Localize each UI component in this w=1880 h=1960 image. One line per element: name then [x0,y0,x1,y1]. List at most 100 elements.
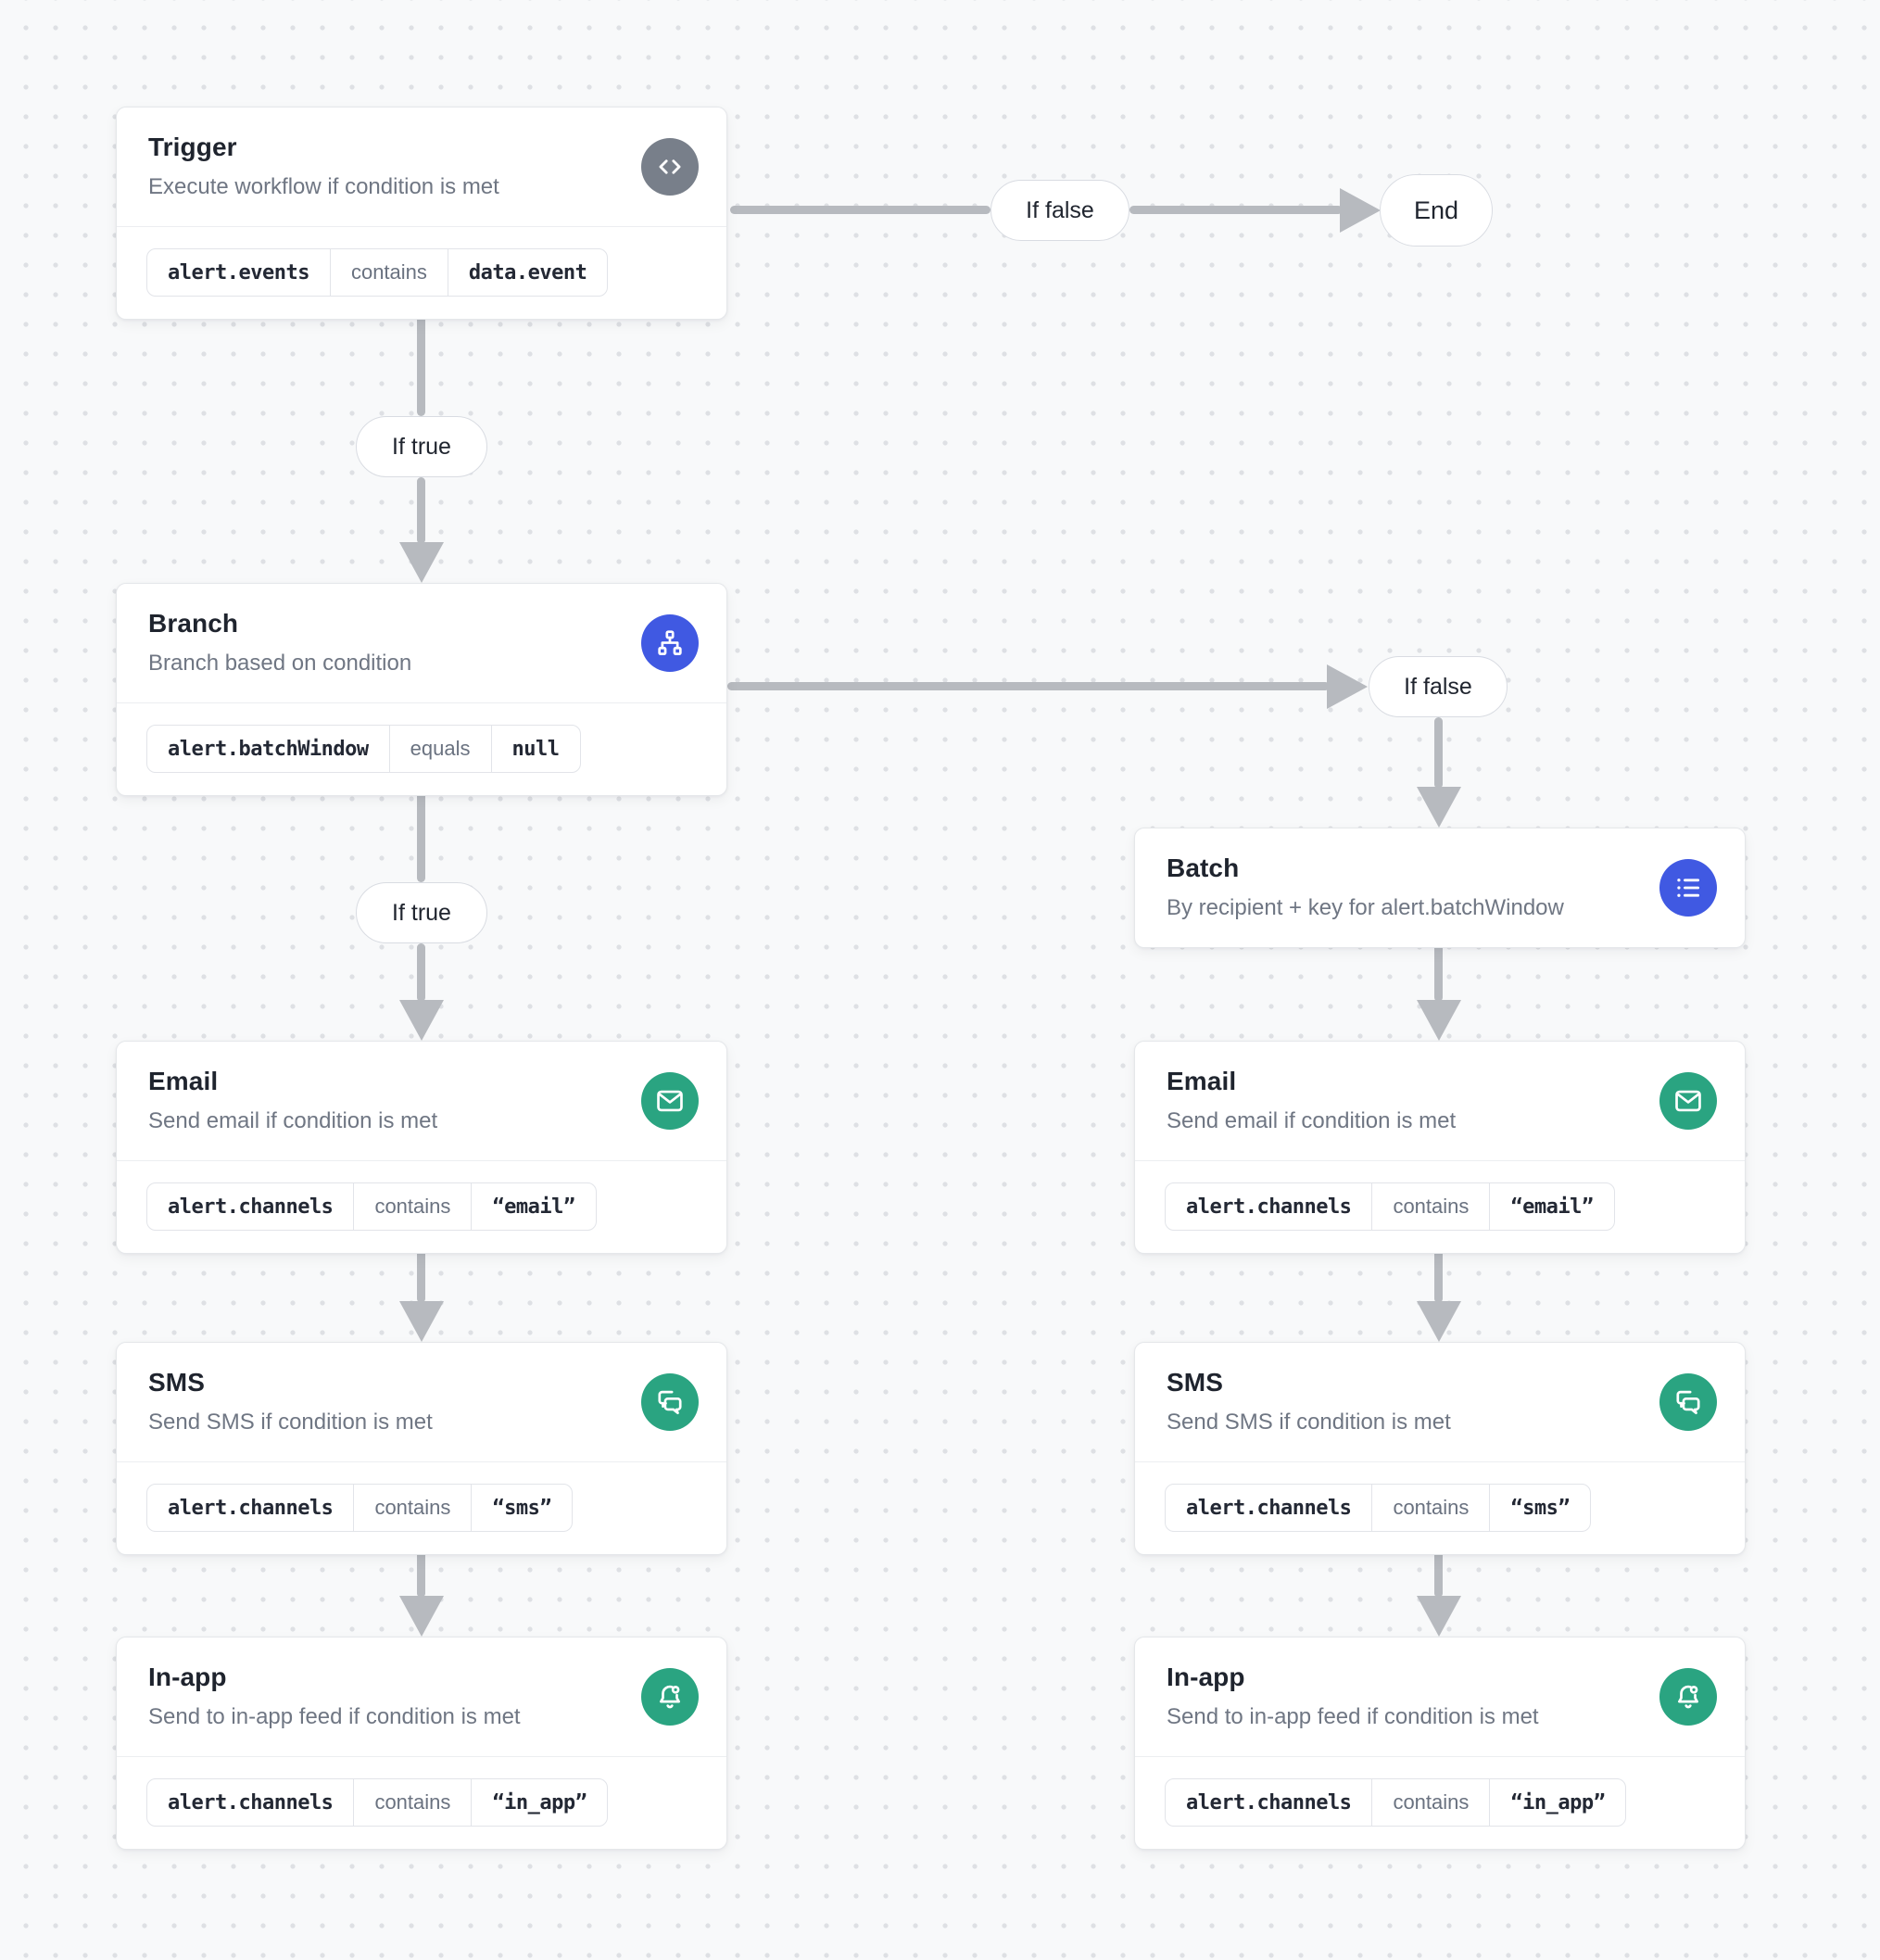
in-app-node-immediate[interactable]: In-app Send to in-app feed if condition … [116,1637,727,1850]
sms-node-immediate[interactable]: SMS Send SMS if condition is met alert.c… [116,1342,727,1555]
condition-field: alert.channels [1186,1496,1352,1520]
end-label: End [1413,196,1459,224]
node-title: Email [1167,1067,1237,1095]
condition-chip[interactable]: alert.channels contains “sms” [146,1484,574,1532]
in-app-node-header: In-app Send to in-app feed if condition … [117,1638,726,1756]
edge-label: If true [392,433,451,460]
divider [117,1461,726,1462]
node-footer: alert.channels contains “sms” [1135,1462,1745,1554]
branch-node[interactable]: Branch Branch based on condition alert.b… [116,583,727,796]
node-footer: alert.batchWindow equals null [117,703,726,795]
edge-sms-inapp-immediate [417,1544,425,1598]
in-app-node-header: In-app Send to in-app feed if condition … [1135,1638,1745,1756]
condition-field: alert.channels [168,1496,334,1520]
condition-chip[interactable]: alert.channels contains “in_app” [146,1778,609,1827]
edge-label: If true [392,899,451,926]
edge-branch-iftrue [417,785,425,882]
node-footer: alert.channels contains “email” [1135,1161,1745,1253]
email-node-immediate[interactable]: Email Send email if condition is met ale… [116,1041,727,1254]
divider [117,226,726,227]
batch-node[interactable]: Batch By recipient + key for alert.batch… [1134,828,1746,948]
email-node-header: Email Send email if condition is met [1135,1042,1745,1160]
node-subtitle: Branch based on condition [148,651,412,676]
edge-label: If false [1404,673,1472,700]
divider [1135,1160,1745,1161]
condition-operator: contains [353,1183,471,1230]
email-node-header: Email Send email if condition is met [117,1042,726,1160]
condition-operator: contains [1371,1485,1489,1531]
edge-iftrue-email [417,943,425,1002]
node-subtitle: Send email if condition is met [1167,1108,1457,1133]
condition-chip[interactable]: alert.channels contains “in_app” [1165,1778,1627,1827]
if-false-pill-trigger: If false [990,180,1129,241]
condition-value: null [490,726,580,772]
node-subtitle: By recipient + key for alert.batchWindow [1167,895,1564,920]
node-title: SMS [148,1368,205,1397]
divider [117,702,726,703]
sms-node-header: SMS Send SMS if condition is met [117,1343,726,1461]
condition-value: “email” [471,1183,595,1230]
code-icon [641,138,699,196]
condition-operator: contains [329,249,448,296]
arrowhead-down-icon [1417,1596,1461,1637]
sitemap-icon [641,614,699,672]
node-footer: alert.channels contains “in_app” [117,1757,726,1849]
arrowhead-down-icon [399,1301,444,1342]
edge-trigger-iffalse [730,206,990,214]
node-subtitle: Send SMS if condition is met [1167,1410,1451,1435]
arrowhead-down-icon [399,1596,444,1637]
condition-value: “in_app” [471,1779,607,1826]
condition-value: “in_app” [1489,1779,1625,1826]
mail-icon [1659,1072,1717,1130]
email-node-batched[interactable]: Email Send email if condition is met ale… [1134,1041,1746,1254]
node-title: Batch [1167,854,1240,882]
edge-email-sms-batched [1434,1243,1443,1303]
node-title: Branch [148,609,239,638]
arrowhead-down-icon [399,1000,444,1041]
node-footer: alert.channels contains “in_app” [1135,1757,1745,1849]
edge-batch-email [1434,943,1443,1002]
node-title: Email [148,1067,219,1095]
if-true-pill-trigger: If true [356,416,487,477]
divider [117,1160,726,1161]
bell-dot-icon [641,1668,699,1726]
arrowhead-right-icon [1327,664,1368,709]
trigger-node[interactable]: Trigger Execute workflow if condition is… [116,107,727,320]
arrowhead-down-icon [1417,1000,1461,1041]
condition-chip[interactable]: alert.channels contains “email” [1165,1182,1615,1231]
condition-operator: contains [353,1779,471,1826]
mail-icon [641,1072,699,1130]
condition-chip[interactable]: alert.channels contains “sms” [1165,1484,1592,1532]
node-subtitle: Send SMS if condition is met [148,1410,433,1435]
condition-value: data.event [447,249,607,296]
edge-branch-iffalse [727,682,1330,690]
sms-node-header: SMS Send SMS if condition is met [1135,1343,1745,1461]
condition-chip[interactable]: alert.batchWindow equals null [146,725,581,773]
list-icon [1659,859,1717,917]
condition-value: “email” [1489,1183,1613,1230]
condition-value: “sms” [471,1485,572,1531]
edge-email-sms-immediate [417,1243,425,1303]
sms-node-batched[interactable]: SMS Send SMS if condition is met alert.c… [1134,1342,1746,1555]
arrowhead-right-icon [1340,188,1381,233]
chat-icon [641,1373,699,1431]
condition-chip[interactable]: alert.events contains data.event [146,248,609,297]
edge-sms-inapp-batched [1434,1544,1443,1598]
condition-operator: equals [388,726,491,772]
in-app-node-batched[interactable]: In-app Send to in-app feed if condition … [1134,1637,1746,1850]
condition-field: alert.events [168,260,309,285]
divider [117,1756,726,1757]
edge-iffalse-end [1129,206,1343,214]
node-subtitle: Send to in-app feed if condition is met [1167,1704,1539,1729]
node-title: Trigger [148,133,237,161]
node-subtitle: Send email if condition is met [148,1108,438,1133]
condition-field: alert.channels [168,1195,334,1219]
condition-chip[interactable]: alert.channels contains “email” [146,1182,597,1231]
batch-node-header: Batch By recipient + key for alert.batch… [1135,828,1745,947]
node-subtitle: Execute workflow if condition is met [148,174,499,199]
node-title: In-app [1167,1663,1245,1691]
node-footer: alert.channels contains “sms” [117,1462,726,1554]
condition-field: alert.channels [168,1790,334,1815]
node-footer: alert.channels contains “email” [117,1161,726,1253]
